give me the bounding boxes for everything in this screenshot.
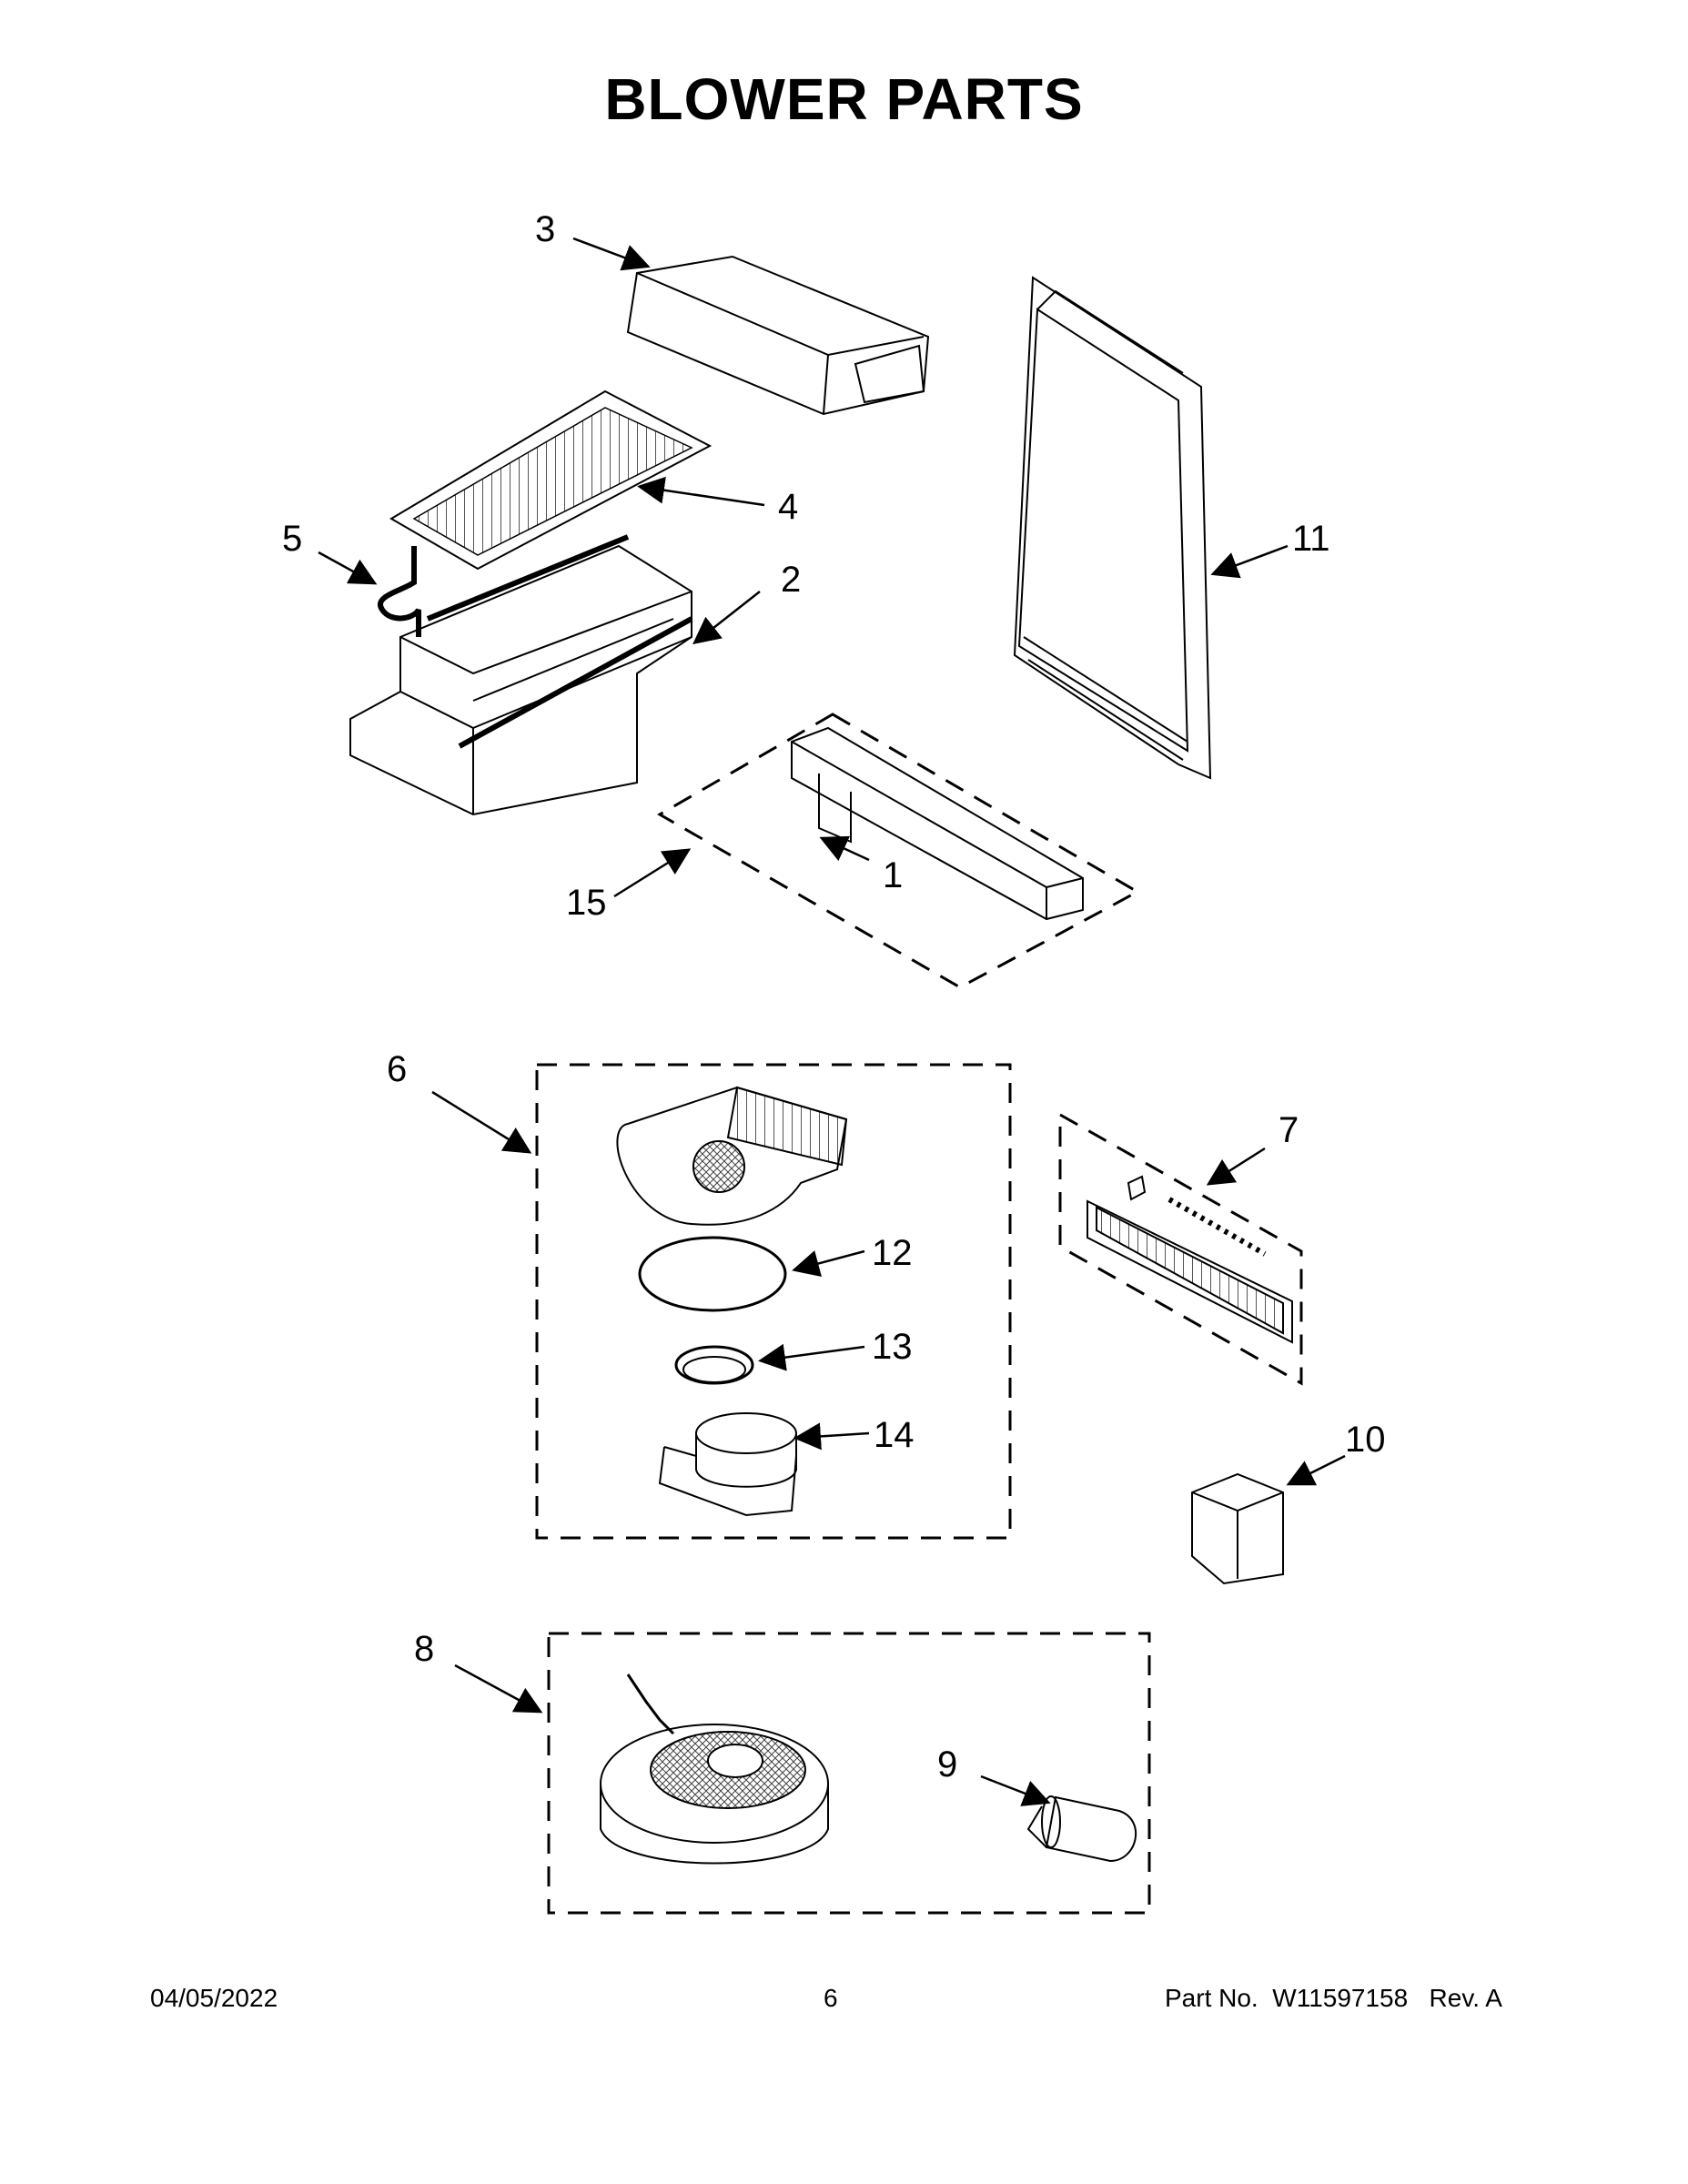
leader-15 [613, 848, 692, 898]
part-6-scroll [616, 1086, 848, 1226]
part-1-bracket [791, 726, 1084, 921]
part-8-motor-assembly [600, 1673, 829, 1865]
leader-10 [1286, 1454, 1346, 1486]
callout-7: 7 [1279, 1110, 1299, 1150]
leader-11 [1210, 544, 1289, 579]
callout-12: 12 [872, 1233, 913, 1273]
leader-7 [1206, 1147, 1266, 1186]
group-8-dashed-outline [547, 1632, 1151, 1915]
leader-6 [431, 1090, 532, 1154]
leader-12 [792, 1249, 865, 1278]
callout-15: 15 [566, 883, 607, 923]
part-2-housing [349, 534, 693, 816]
callout-11: 11 [1292, 519, 1330, 559]
part-label: Part No. [1165, 1984, 1258, 2012]
callout-6: 6 [387, 1049, 407, 1089]
leader-5 [318, 551, 378, 585]
callout-10: 10 [1345, 1420, 1386, 1460]
leader-4 [637, 476, 765, 507]
part-11-frame [1013, 276, 1212, 780]
part-7-grille [1087, 1175, 1293, 1344]
part-14-collar [658, 1412, 797, 1517]
leader-2 [692, 591, 761, 645]
callout-4: 4 [778, 487, 798, 527]
part-4-filter [389, 389, 713, 571]
leader-8 [454, 1663, 543, 1714]
callout-5: 5 [282, 519, 302, 559]
callout-1: 1 [883, 855, 903, 895]
part-13-gasket [674, 1345, 754, 1385]
callout-9: 9 [937, 1744, 957, 1785]
page-title: BLOWER PARTS [604, 66, 1084, 132]
revision: Rev. A [1429, 1984, 1502, 2012]
leader-9 [980, 1774, 1051, 1806]
leader-14 [793, 1422, 870, 1451]
part-number: W11597158 [1272, 1984, 1409, 2012]
footer-date: 04/05/2022 [150, 1984, 278, 2012]
callout-13: 13 [872, 1327, 913, 1367]
callout-8: 8 [414, 1629, 434, 1669]
leader-13 [758, 1343, 865, 1371]
leader-3 [572, 237, 651, 271]
footer-part-info: Part No. W11597158 Rev. A [1165, 1984, 1502, 2013]
callout-14: 14 [874, 1415, 915, 1455]
callout-2: 2 [781, 560, 801, 600]
part-9-capacitor [1026, 1795, 1137, 1863]
part-3-duct-cover [626, 255, 930, 416]
part-12-ring-clip [638, 1236, 787, 1312]
group-7-dashed-outline [1058, 1112, 1303, 1386]
leader-1 [819, 835, 870, 862]
part-5-hose [378, 546, 421, 637]
group-6-dashed-outline [535, 1063, 1012, 1540]
part-10-bracket [1191, 1472, 1284, 1585]
callout-3: 3 [535, 209, 555, 249]
group-15-dashed-outline [657, 713, 1141, 989]
footer-page-number: 6 [824, 1984, 838, 2012]
